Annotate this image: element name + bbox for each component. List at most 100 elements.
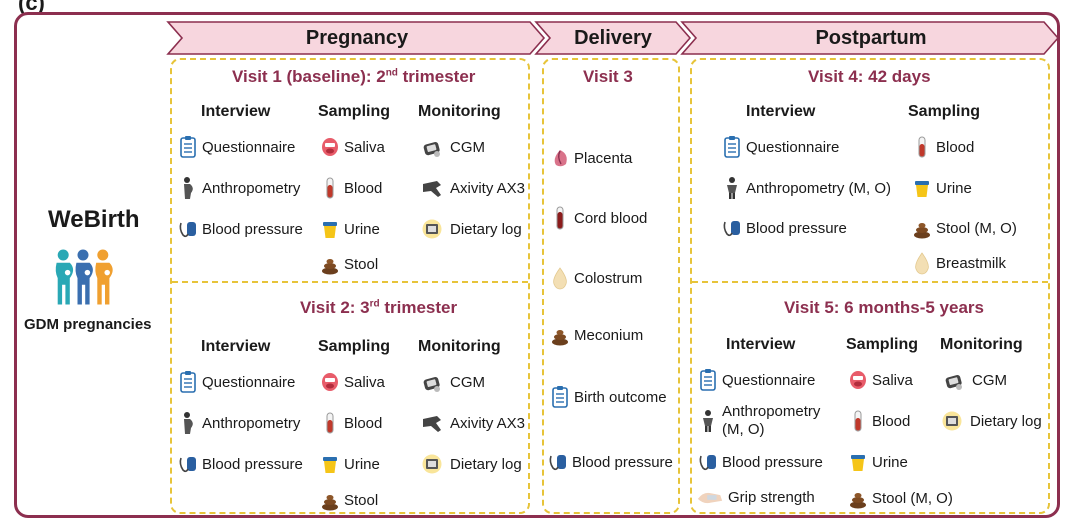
stool-icon	[320, 252, 340, 276]
saliva-icon	[320, 370, 340, 394]
phase-arrows	[166, 21, 1060, 55]
visit5-saliva: Saliva	[848, 368, 913, 392]
blood-tube-icon	[912, 135, 932, 159]
visit3-birth-outcome: Birth outcome	[550, 385, 667, 409]
dietary-log-icon	[938, 409, 966, 433]
visit3-cord-blood: Cord blood	[550, 206, 647, 230]
blood-tube-icon	[320, 176, 340, 200]
visit5-sampling-head: Sampling	[846, 336, 919, 353]
visit4-sampling-head: Sampling	[908, 103, 981, 120]
placenta-icon	[550, 146, 570, 170]
visit1-interview-head: Interview	[201, 103, 271, 120]
person-icon	[722, 176, 742, 200]
visit2-axivity: Axivity AX3	[418, 411, 525, 435]
cord-blood-tube-icon	[550, 206, 570, 230]
milk-drop-icon	[912, 251, 932, 275]
visit1-dietary-log: Dietary log	[418, 217, 522, 241]
blood-pressure-icon	[698, 450, 718, 474]
visit-divider	[172, 281, 528, 283]
delivery-arrow	[534, 21, 692, 55]
visit3-blood-pressure: Blood pressure	[548, 450, 673, 474]
visit3-placenta: Placenta	[550, 146, 632, 170]
visit1-saliva: Saliva	[320, 135, 385, 159]
visit5-monitoring-head: Monitoring	[940, 336, 1023, 353]
visit2-cgm: CGM	[418, 370, 485, 394]
person-icon	[698, 409, 718, 433]
visit4-blood-pressure: Blood pressure	[722, 216, 847, 240]
visit4-breastmilk: Breastmilk	[912, 251, 1006, 275]
visit1-sampling-head: Sampling	[318, 103, 391, 120]
phase-postpartum: Postpartum	[815, 27, 927, 49]
visit2-blood: Blood	[320, 411, 382, 435]
delivery-box	[542, 58, 680, 514]
visit1-cgm: CGM	[418, 135, 485, 159]
visit1-monitoring-head: Monitoring	[418, 103, 501, 120]
visit5-interview-head: Interview	[726, 336, 796, 353]
visit5-anthropometry: Anthropometry(M, O)	[698, 403, 820, 439]
visit3-title: Visit 3	[583, 67, 633, 86]
visit4-interview-head: Interview	[746, 103, 816, 120]
pregnant-women-icon	[50, 244, 116, 310]
visit3-colostrum: Colostrum	[550, 266, 642, 290]
cgm-device-icon	[940, 368, 968, 392]
brand-subtitle: GDM pregnancies	[24, 316, 152, 333]
pregnant-person-icon	[178, 176, 198, 200]
postpartum-arrow	[680, 21, 1060, 55]
phase-delivery: Delivery	[574, 27, 652, 49]
stool-icon	[848, 486, 868, 510]
clipboard-icon	[722, 135, 742, 159]
clipboard-icon	[178, 370, 198, 394]
visit1-stool: Stool	[320, 252, 378, 276]
visit1-urine: Urine	[320, 217, 380, 241]
visit4-blood: Blood	[912, 135, 974, 159]
visit5-urine: Urine	[848, 450, 908, 474]
visit2-monitoring-head: Monitoring	[418, 338, 501, 355]
visit1-questionnaire: Questionnaire	[178, 135, 295, 159]
panel-label: (c)	[18, 0, 45, 15]
visit2-questionnaire: Questionnaire	[178, 370, 295, 394]
clipboard-icon	[698, 368, 718, 392]
visit5-stool: Stool (M, O)	[848, 486, 953, 510]
visit5-blood: Blood	[848, 409, 910, 433]
pregnant-person-icon	[178, 411, 198, 435]
grip-dynamometer-icon	[696, 485, 724, 509]
blood-pressure-icon	[722, 216, 742, 240]
visit2-dietary-log: Dietary log	[418, 452, 522, 476]
urine-cup-icon	[320, 452, 340, 476]
visit5-title: Visit 5: 6 months-5 years	[784, 298, 984, 317]
blood-tube-icon	[848, 409, 868, 433]
visit4-anthropometry: Anthropometry (M, O)	[722, 176, 891, 200]
pregnancy-box	[170, 58, 530, 514]
visit2-stool: Stool	[320, 488, 378, 512]
visit2-urine: Urine	[320, 452, 380, 476]
visit5-grip-strength: Grip strength	[696, 485, 815, 509]
stool-icon	[550, 323, 570, 347]
blood-pressure-icon	[548, 450, 568, 474]
accelerometer-icon	[418, 411, 446, 435]
dietary-log-icon	[418, 217, 446, 241]
pregnancy-arrow	[166, 21, 546, 55]
visit1-anthropometry: Anthropometry	[178, 176, 300, 200]
phase-pregnancy: Pregnancy	[305, 27, 409, 49]
visit2-saliva: Saliva	[320, 370, 385, 394]
visit1-axivity: Axivity AX3	[418, 176, 525, 200]
cgm-device-icon	[418, 370, 446, 394]
urine-cup-icon	[912, 176, 932, 200]
blood-pressure-icon	[178, 217, 198, 241]
stool-icon	[320, 488, 340, 512]
visit5-blood-pressure: Blood pressure	[698, 450, 823, 474]
visit1-blood: Blood	[320, 176, 382, 200]
blood-pressure-icon	[178, 452, 198, 476]
milk-drop-icon	[550, 266, 570, 290]
urine-cup-icon	[848, 450, 868, 474]
clipboard-icon	[178, 135, 198, 159]
visit2-interview-head: Interview	[201, 338, 271, 355]
visit4-questionnaire: Questionnaire	[722, 135, 839, 159]
blood-tube-icon	[320, 411, 340, 435]
visit4-title: Visit 4: 42 days	[808, 67, 931, 86]
postpartum-box	[690, 58, 1050, 514]
saliva-icon	[320, 135, 340, 159]
visit2-title: Visit 2: 3rd trimester	[300, 298, 458, 317]
stool-icon	[912, 216, 932, 240]
visit5-questionnaire: Questionnaire	[698, 368, 815, 392]
